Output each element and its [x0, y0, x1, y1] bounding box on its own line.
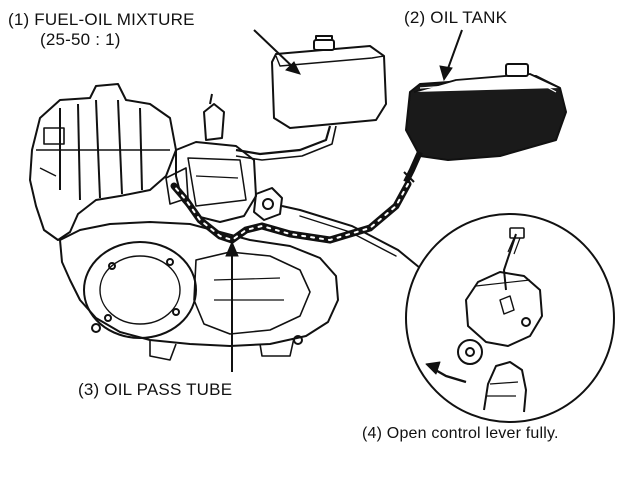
- fuel-oil-ratio: (25-50 : 1): [40, 30, 121, 49]
- oil-pass-tube-label: (3) OIL PASS TUBE: [78, 380, 233, 399]
- control-lever-detail: [405, 213, 615, 423]
- fuel-oil-mixture-title: (1) FUEL-OIL MIXTURE: [8, 10, 195, 29]
- callout-arrows: [225, 29, 463, 372]
- fuel-oil-mixture-label: (1) FUEL-OIL MIXTURE (25-50 : 1): [8, 10, 195, 50]
- fuel-mixture-tank: [235, 35, 387, 161]
- control-lever-label: (4) Open control lever fully.: [362, 425, 559, 442]
- oil-pass-tube: [170, 180, 421, 269]
- oil-tank-label: (2) OIL TANK: [404, 8, 508, 27]
- oil-tank: [403, 63, 567, 184]
- engine-block: [29, 83, 339, 361]
